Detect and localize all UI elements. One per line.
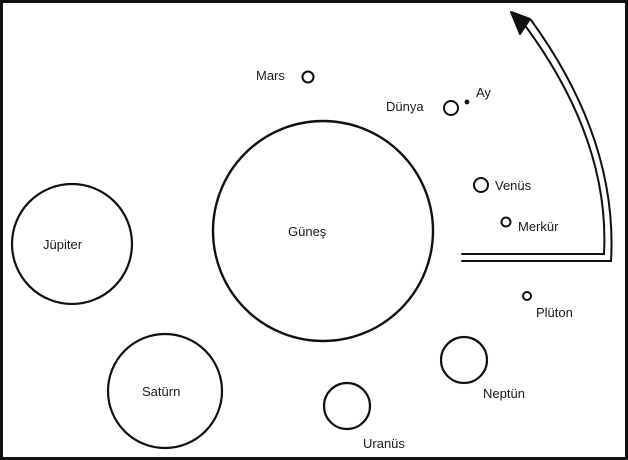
saturn-circle bbox=[106, 332, 224, 450]
moon-label: Ay bbox=[476, 85, 491, 100]
diagram-canvas: Güneş Jüpiter Satürn Uranüs Neptün Mars … bbox=[10, 11, 613, 451]
uranus-label: Uranüs bbox=[363, 436, 405, 451]
curved-double-arrow-icon bbox=[461, 11, 613, 262]
earth-circle bbox=[443, 100, 459, 116]
mars-label: Mars bbox=[256, 68, 285, 83]
neptune-circle bbox=[439, 335, 489, 385]
venus-label: Venüs bbox=[495, 178, 532, 193]
venus-circle bbox=[473, 177, 489, 193]
sun-label: Güneş bbox=[288, 224, 327, 239]
pluto-label: Plüton bbox=[536, 305, 573, 320]
jupiter-circle bbox=[10, 182, 134, 306]
earth-label: Dünya bbox=[386, 99, 424, 114]
moon-dot bbox=[464, 99, 470, 105]
sun-circle bbox=[211, 119, 435, 343]
mercury-circle bbox=[500, 216, 512, 228]
pluto-circle bbox=[522, 291, 532, 301]
jupiter-label: Jüpiter bbox=[43, 237, 83, 252]
uranus-circle bbox=[322, 381, 372, 431]
neptune-label: Neptün bbox=[483, 386, 525, 401]
mercury-label: Merkür bbox=[518, 219, 559, 234]
saturn-label: Satürn bbox=[142, 384, 180, 399]
mars-circle bbox=[301, 70, 315, 84]
